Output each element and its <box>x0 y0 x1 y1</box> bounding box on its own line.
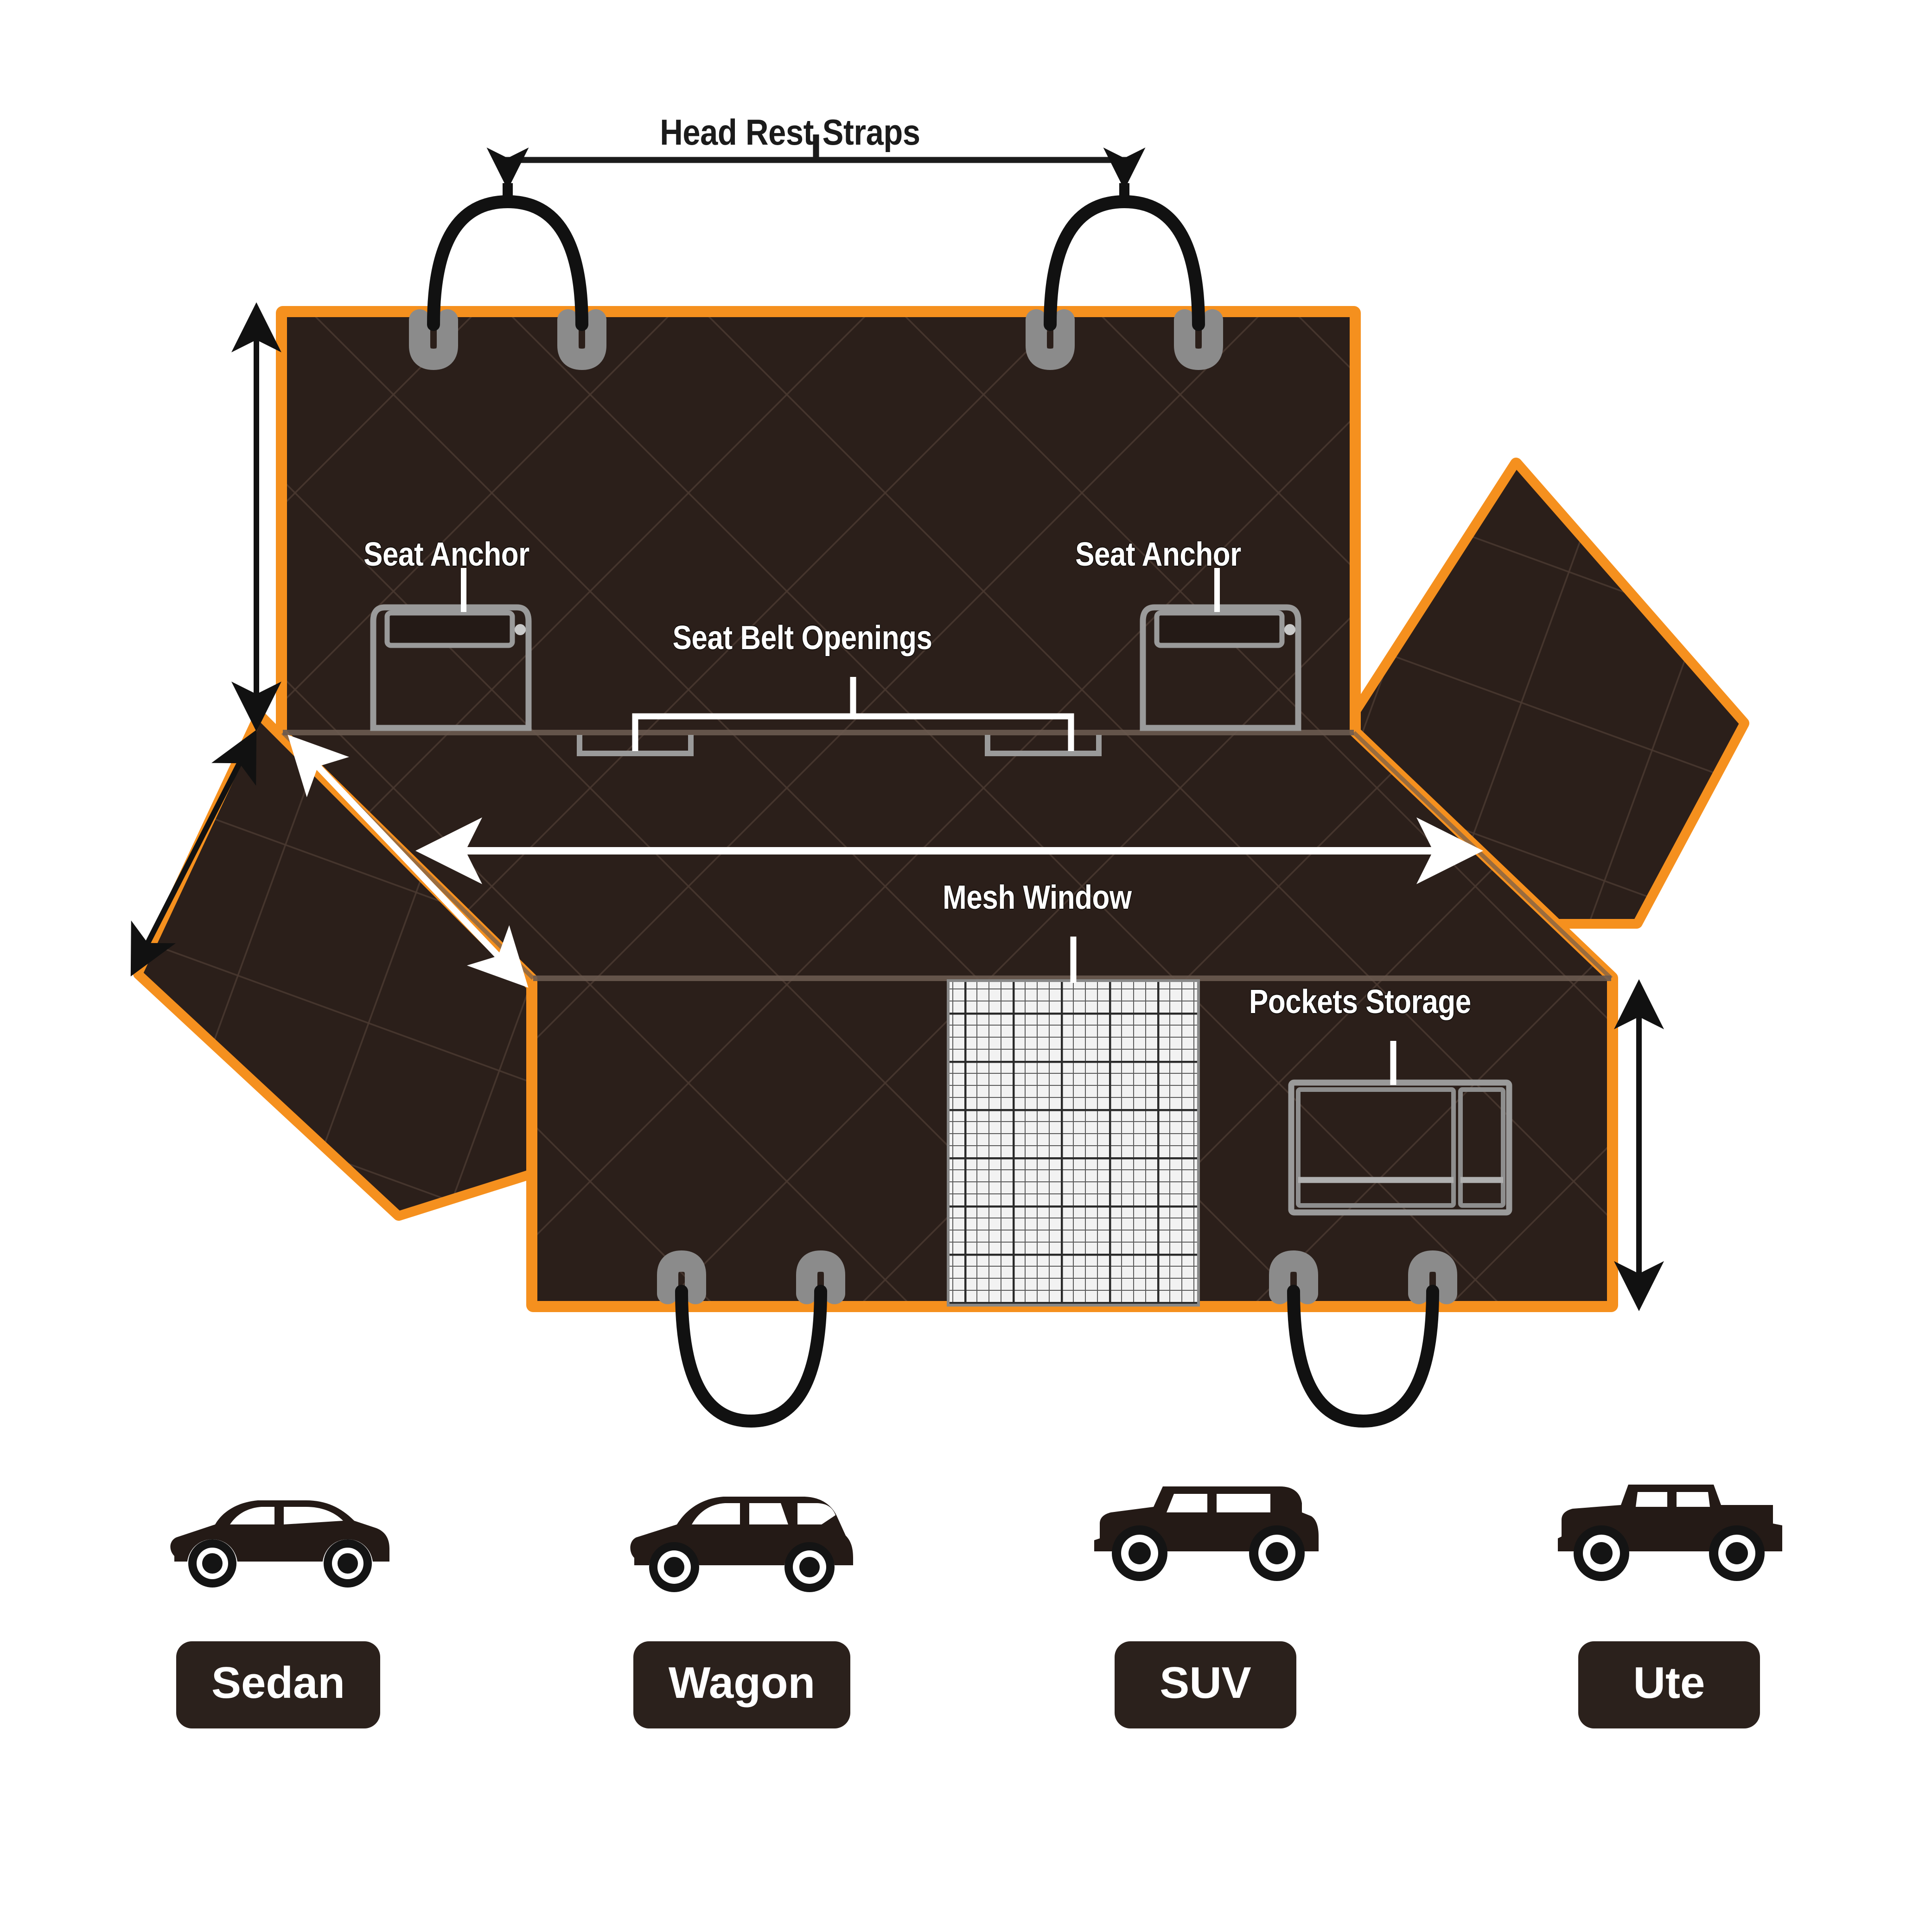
vehicle-label-suv[interactable]: SUV <box>1115 1641 1296 1728</box>
head-rest-straps-label: Head Rest Straps <box>660 112 920 153</box>
vehicle-item-ute[interactable]: Ute <box>1460 1474 1878 1728</box>
vehicle-item-wagon[interactable]: Wagon <box>533 1474 950 1728</box>
vehicle-label-sedan[interactable]: Sedan <box>176 1641 381 1728</box>
bottom-strap-left[interactable] <box>657 1250 845 1428</box>
seat-belt-openings-leader <box>632 677 1074 751</box>
headrest-straps-leader <box>486 134 1146 190</box>
seat-belt-openings-label: Seat Belt Openings <box>672 619 932 657</box>
ute-icon <box>1549 1474 1790 1595</box>
vehicle-compatibility-strip: Sedan Wagon <box>70 1474 1878 1762</box>
seat-anchor-left-label: Seat Anchor <box>363 536 529 573</box>
pockets-storage-label: Pockets Storage <box>1249 983 1471 1020</box>
seat-anchor-left-graphic <box>370 604 532 731</box>
vehicle-item-suv[interactable]: SUV <box>997 1474 1414 1728</box>
seat-belt-opening-right <box>985 735 1102 756</box>
dimension-side-flap-length <box>130 729 257 977</box>
headrest-strap-right[interactable] <box>1026 183 1223 370</box>
bottom-strap-right[interactable] <box>1269 1250 1457 1428</box>
seat-anchor-right-label: Seat Anchor <box>1075 536 1241 573</box>
suv-icon <box>1085 1474 1326 1595</box>
wagon-icon <box>621 1474 862 1595</box>
sedan-icon <box>158 1474 399 1595</box>
vehicle-label-ute[interactable]: Ute <box>1578 1641 1760 1728</box>
mesh-window-label: Mesh Window <box>943 879 1132 916</box>
mesh-window <box>947 979 1200 1307</box>
vehicle-label-wagon[interactable]: Wagon <box>633 1641 851 1728</box>
seat-belt-opening-left <box>577 735 694 756</box>
headrest-strap-left[interactable] <box>409 183 606 370</box>
seat-anchor-right-graphic <box>1140 604 1301 731</box>
pockets-storage-graphic <box>1288 1079 1512 1216</box>
vehicle-item-sedan[interactable]: Sedan <box>70 1474 487 1728</box>
dimension-side-flap-inner <box>287 734 529 988</box>
